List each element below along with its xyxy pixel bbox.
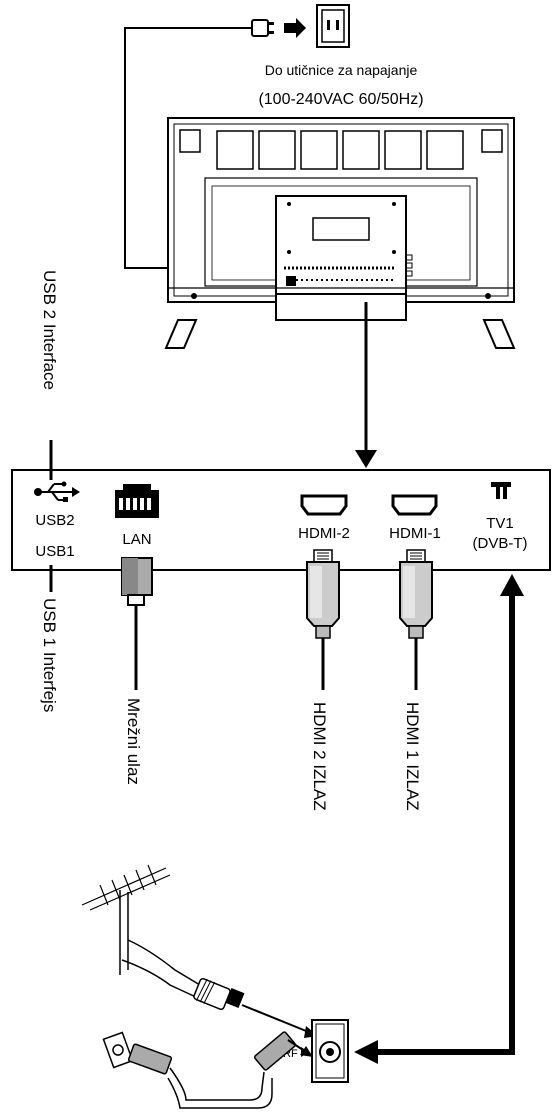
wall-antenna-socket-icon bbox=[311, 1019, 349, 1083]
arrow-right-icon bbox=[284, 18, 306, 38]
antenna-port-icon bbox=[491, 482, 511, 499]
tv-socket-cable bbox=[102, 1031, 313, 1109]
usb-icon bbox=[34, 481, 80, 502]
hdmi-2-output-label: HDMI 2 IZLAZ bbox=[310, 702, 329, 811]
lan-port-label: LAN bbox=[122, 531, 151, 548]
power-plug-icon bbox=[251, 19, 274, 37]
connector-panel bbox=[11, 469, 551, 571]
usb2-interface-label: USB 2 Interface bbox=[40, 270, 59, 390]
lan-port-icon bbox=[115, 484, 159, 518]
coax-connector-icon bbox=[193, 977, 318, 1038]
tv-back-illustration bbox=[164, 117, 516, 349]
hdmi-1-output-label: HDMI 1 IZLAZ bbox=[403, 702, 422, 811]
usb1-port-label: USB1 bbox=[35, 543, 74, 560]
lan-cable-plug-icon bbox=[121, 557, 153, 690]
hdmi-2-port-icon bbox=[300, 494, 348, 516]
hdmi-2-port-label: HDMI-2 bbox=[298, 525, 350, 542]
antenna-icon bbox=[81, 864, 201, 999]
power-outlet-label: Do utičnice za napajanje bbox=[265, 62, 418, 78]
hdmi-2-cable-plug-icon bbox=[306, 549, 340, 690]
hdmi-1-port-label: HDMI-1 bbox=[389, 525, 441, 542]
network-input-label: Mrežni ulaz bbox=[124, 698, 143, 785]
tv1-port-label: TV1 bbox=[486, 515, 514, 532]
antenna-cable-arrow bbox=[354, 574, 524, 1064]
wall-outlet-icon bbox=[316, 4, 350, 48]
hdmi-1-port-icon bbox=[391, 494, 438, 516]
power-voltage-label: (100-240VAC 60/50Hz) bbox=[258, 91, 423, 108]
hdmi-1-cable-plug-icon bbox=[399, 549, 433, 690]
tv-to-panel-arrow bbox=[355, 302, 377, 468]
usb2-port-label: USB2 bbox=[35, 512, 74, 529]
usb1-interface-label: USB 1 Interfejs bbox=[40, 598, 59, 712]
dvbt-port-label: (DVB-T) bbox=[473, 535, 528, 552]
